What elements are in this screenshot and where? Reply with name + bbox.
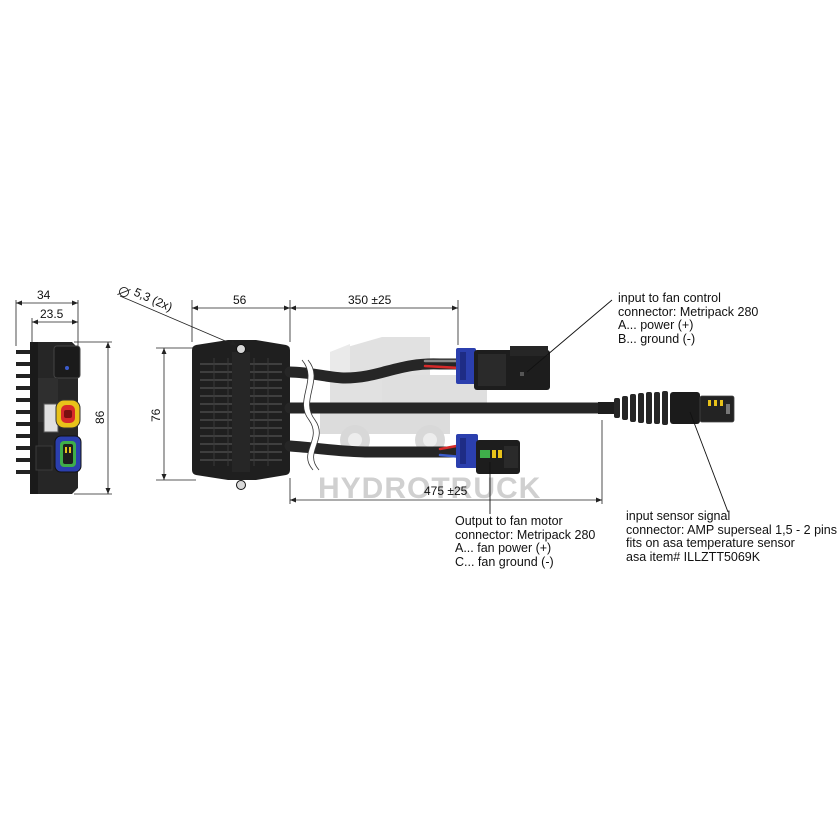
callout-fan-motor-line2: connector: Metripack 280 xyxy=(455,527,596,542)
callout-fan-control-line3: A... power (+) xyxy=(618,318,694,332)
callout-fan-motor-line1: Output to fan motor xyxy=(455,514,563,528)
cable-break-marks xyxy=(302,358,320,472)
fan-control-connector xyxy=(456,346,550,390)
side-blue-connector xyxy=(54,435,82,473)
mounting-hole-bottom xyxy=(236,480,246,490)
cables xyxy=(284,358,606,459)
dim-side-height: 86 xyxy=(93,410,107,424)
callout-fan-control-line4: B... ground (-) xyxy=(618,331,696,346)
callout-sensor-line3: fits on asa temperature sensor xyxy=(626,536,795,550)
dim-side-width: 34 xyxy=(37,288,51,302)
side-dimensions xyxy=(15,300,112,495)
front-view-module xyxy=(192,340,290,490)
callout-sensor-line2: connector: AMP superseal 1,5 - 2 pins xyxy=(626,522,837,537)
dim-front-height: 76 xyxy=(149,408,163,422)
callout-fan-motor-line3: A... fan power (+) xyxy=(455,541,552,555)
watermark-text: HYDROTRUCK xyxy=(318,472,541,505)
side-top-connector xyxy=(53,345,81,379)
fan-motor-connector xyxy=(456,434,520,474)
diameter-symbol xyxy=(117,287,131,297)
side-yellow-connector xyxy=(55,399,81,429)
callout-sensor-line4: asa item# ILLZTT5069K xyxy=(626,549,761,564)
cable-fan-motor xyxy=(284,440,464,458)
dim-cable-long: 475 ±25 xyxy=(424,484,468,498)
sensor-connector xyxy=(598,391,735,425)
heatsink-fins xyxy=(16,350,32,474)
mounting-hole-top xyxy=(236,344,246,354)
front-dimensions xyxy=(119,295,603,504)
callout-sensor: input sensor signal connector: AMP super… xyxy=(626,509,837,564)
callout-fan-control: input to fan control connector: Metripac… xyxy=(618,291,759,346)
callout-fan-motor: Output to fan motor connector: Metripack… xyxy=(455,514,596,569)
dim-front-width: 56 xyxy=(233,293,247,307)
callout-fan-control-line1: input to fan control xyxy=(618,291,721,305)
dim-cable-short: 350 ±25 xyxy=(348,293,392,307)
leader-lines xyxy=(489,299,729,514)
side-view xyxy=(16,342,82,494)
dim-side-inner-width: 23.5 xyxy=(40,307,64,321)
callout-fan-control-line2: connector: Metripack 280 xyxy=(618,304,759,319)
sensor-boot-ribs xyxy=(614,391,668,425)
callout-sensor-line1: input sensor signal xyxy=(626,509,731,523)
callout-fan-motor-line4: C... fan ground (-) xyxy=(455,554,554,569)
